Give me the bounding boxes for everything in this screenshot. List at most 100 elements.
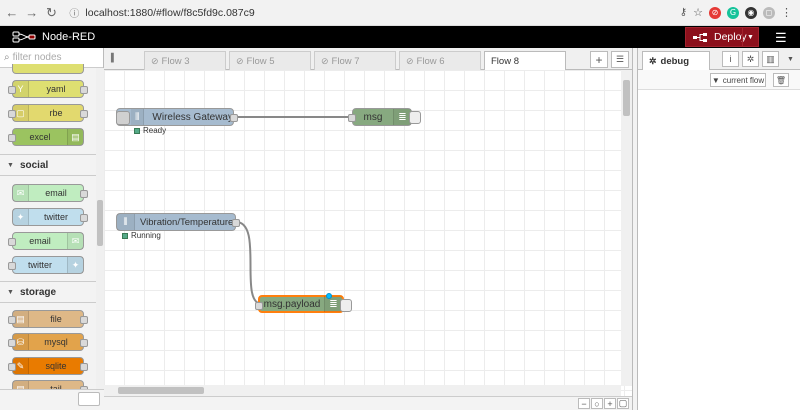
canvas-vertical-scrollbar[interactable] bbox=[621, 70, 632, 386]
debug-list-icon: ≣ bbox=[393, 109, 411, 125]
node-button[interactable] bbox=[116, 111, 130, 125]
zoom-reset-button[interactable]: ○ bbox=[591, 398, 603, 409]
palette-category-storage[interactable]: ▼ storage bbox=[0, 281, 96, 303]
reload-icon[interactable]: ↻ bbox=[46, 4, 57, 20]
palette-node-twitter-out[interactable]: twitter ✦ bbox=[8, 256, 84, 274]
palette-scrollbar[interactable] bbox=[96, 68, 104, 410]
extension-red-icon[interactable]: ⊘ bbox=[709, 6, 721, 19]
url-text: localhost:1880/#flow/f8c5fd9c.087c9 bbox=[85, 6, 255, 19]
database-icon: ⛁ bbox=[13, 334, 29, 350]
disabled-icon: ⊘ bbox=[151, 55, 159, 66]
extension-grey-icon[interactable]: ◻ bbox=[763, 6, 775, 19]
trash-icon: 🗑 bbox=[775, 75, 787, 85]
browser-menu-icon[interactable]: ⋮ bbox=[781, 7, 792, 19]
extension-grammarly-icon[interactable]: G bbox=[727, 6, 739, 19]
tab-flow-3[interactable]: ⊘ Flow 3 bbox=[144, 51, 226, 70]
key-icon[interactable]: ⚷ bbox=[679, 7, 688, 18]
debug-toggle-button[interactable] bbox=[409, 111, 421, 124]
status-dot-icon bbox=[134, 127, 140, 134]
palette-node-twitter-in[interactable]: ✦ twitter bbox=[12, 208, 88, 226]
disabled-icon: ⊘ bbox=[236, 55, 244, 66]
info-icon[interactable]: ⓘ bbox=[69, 9, 80, 20]
disabled-icon: ⊘ bbox=[406, 55, 414, 66]
node-wireless-gateway[interactable]: ⫴ Wireless Gateway bbox=[116, 108, 238, 126]
node-debug-payload[interactable]: msg.payload ≣ bbox=[255, 293, 352, 313]
deploy-dropdown-caret-icon[interactable]: ▼ bbox=[742, 28, 758, 46]
workspace-tabs: ⊘ Flow 3 ⊘ Flow 5 ⊘ Flow 7 ⊘ Flow 6 Flow… bbox=[104, 48, 632, 71]
deploy-button[interactable]: Deploy ▼ bbox=[685, 27, 759, 47]
chevron-down-icon: ▼ bbox=[7, 288, 14, 296]
deploy-label: Deploy bbox=[714, 31, 747, 43]
forward-icon[interactable]: → bbox=[25, 5, 39, 20]
palette-search-placeholder: filter nodes bbox=[12, 52, 62, 63]
star-icon[interactable]: ☆ bbox=[693, 7, 703, 19]
palette-node-mysql[interactable]: ⛁ mysql bbox=[8, 333, 88, 351]
chevron-down-icon: ▼ bbox=[7, 161, 14, 169]
file-icon: ▤ bbox=[67, 129, 83, 145]
palette-footer bbox=[0, 389, 104, 410]
canvas-horizontal-scrollbar[interactable] bbox=[104, 385, 621, 396]
twitter-icon: ✦ bbox=[13, 209, 29, 225]
node-palette: ⌕ filter nodes Y yaml ▢ rbe excel ▤ ▼ so… bbox=[0, 48, 104, 410]
clear-debug-button[interactable]: 🗑 bbox=[773, 73, 789, 87]
node-debug-msg[interactable]: msg ≣ bbox=[348, 108, 421, 126]
sidebar-dropdown-button[interactable]: ▼ bbox=[787, 55, 794, 63]
zoom-out-button[interactable]: − bbox=[578, 398, 590, 409]
node-status-ready: Ready bbox=[134, 126, 166, 135]
navigator-button[interactable]: ▢ bbox=[617, 398, 629, 409]
browser-toolbar: ← → ↻ ⓘ localhost:1880/#flow/f8c5fd9c.08… bbox=[0, 0, 800, 26]
filter-icon: ▼ bbox=[711, 75, 720, 85]
tab-debug[interactable]: ✲ debug bbox=[642, 51, 710, 71]
debug-tab-button[interactable]: ✲ bbox=[742, 51, 759, 67]
status-dot-icon bbox=[122, 232, 128, 239]
palette-collapse-button[interactable] bbox=[78, 392, 100, 406]
feather-icon: ✎ bbox=[13, 358, 29, 374]
sidebar-tabs: ✲ debug i ✲ ▥ ▼ bbox=[638, 48, 800, 71]
palette-scroll-thumb[interactable] bbox=[97, 200, 103, 246]
info-tab-button[interactable]: i bbox=[722, 51, 739, 67]
app-title: Node-RED bbox=[42, 31, 96, 43]
list-flows-button[interactable]: ☰ bbox=[611, 51, 629, 68]
palette-node-rbe[interactable]: ▢ rbe bbox=[8, 104, 88, 122]
zoom-in-button[interactable]: + bbox=[604, 398, 616, 409]
dashboard-tab-button[interactable]: ▥ bbox=[762, 51, 779, 67]
palette-node-file[interactable]: ▤ file bbox=[8, 310, 88, 328]
debug-toolbar: ▼ current flow 🗑 bbox=[638, 70, 800, 90]
serial-icon: ⫴ bbox=[131, 109, 145, 125]
extension-dark-icon[interactable]: ◉ bbox=[745, 6, 757, 19]
palette-category-social[interactable]: ▼ social bbox=[0, 154, 96, 176]
palette-node-excel[interactable]: excel ▤ bbox=[8, 128, 84, 146]
serial-icon: ⫴ bbox=[117, 214, 135, 230]
node-changed-indicator-icon bbox=[326, 293, 332, 299]
node-vibration-temperature[interactable]: ⫴ Vibration/Temperature bbox=[116, 213, 240, 231]
tab-flow-8[interactable]: Flow 8 bbox=[484, 51, 566, 71]
add-flow-button[interactable]: + bbox=[590, 51, 608, 68]
node-status-running: Running bbox=[122, 231, 161, 240]
palette-node-partial[interactable] bbox=[12, 64, 84, 74]
tab-flow-6[interactable]: ⊘ Flow 6 bbox=[399, 51, 481, 70]
envelope-icon: ✉ bbox=[67, 233, 83, 249]
debug-list-icon: ≣ bbox=[324, 296, 342, 312]
palette-node-sqlite[interactable]: ✎ sqlite bbox=[8, 357, 88, 375]
rbe-icon: ▢ bbox=[13, 105, 29, 121]
canvas-horizontal-scroll-thumb[interactable] bbox=[118, 387, 204, 394]
canvas-vertical-scroll-thumb[interactable] bbox=[623, 80, 630, 116]
sidebar-splitter[interactable] bbox=[632, 48, 638, 410]
palette-node-email-in[interactable]: ✉ email bbox=[12, 184, 88, 202]
envelope-icon: ✉ bbox=[13, 185, 29, 201]
palette-node-yaml[interactable]: Y yaml bbox=[8, 80, 88, 98]
tab-flow-7[interactable]: ⊘ Flow 7 bbox=[314, 51, 396, 70]
bug-icon: ✲ bbox=[649, 56, 657, 66]
nodered-logo-icon bbox=[12, 31, 36, 43]
debug-toggle-button[interactable] bbox=[340, 299, 352, 312]
palette-node-email-out[interactable]: email ✉ bbox=[8, 232, 84, 250]
address-bar[interactable]: ⓘ localhost:1880/#flow/f8c5fd9c.087c9 bbox=[65, 3, 679, 23]
tab-flow-5[interactable]: ⊘ Flow 5 bbox=[229, 51, 311, 70]
hamburger-menu-icon[interactable]: ☰ bbox=[775, 30, 787, 45]
back-icon[interactable]: ← bbox=[5, 5, 19, 20]
scroll-tabs-left-icon[interactable]: ▐ bbox=[108, 53, 114, 62]
workspace-footer: − ○ + ▢ bbox=[104, 396, 632, 410]
flow-canvas[interactable]: ⫴ Wireless Gateway Ready msg ≣ ⫴ Vibrati… bbox=[104, 70, 632, 396]
debug-filter-button[interactable]: ▼ current flow bbox=[710, 73, 766, 87]
deploy-icon bbox=[690, 32, 710, 42]
